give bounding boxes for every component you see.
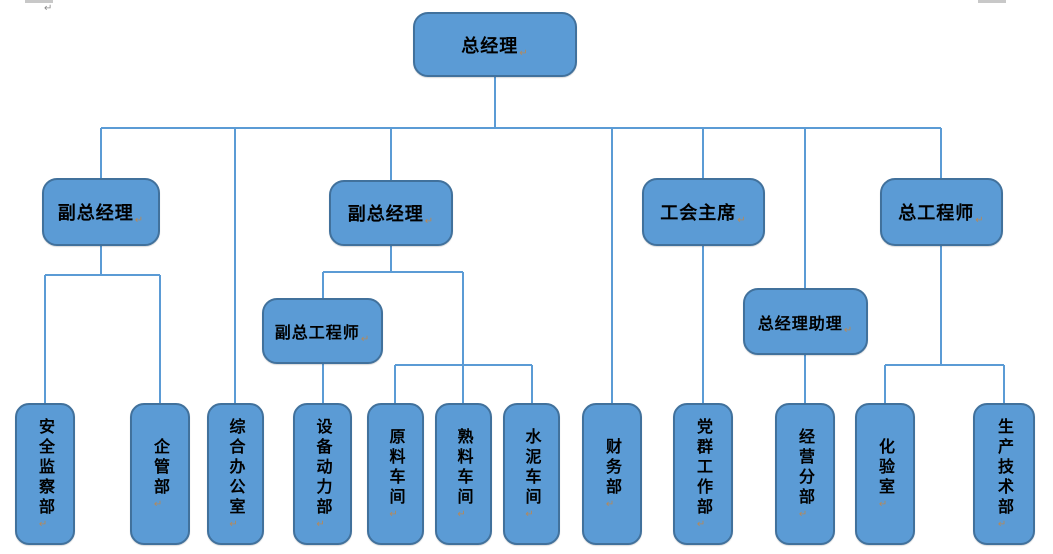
node-label: 原料车间↵ bbox=[386, 428, 406, 520]
node-finance-dept[interactable]: 财务部↵ bbox=[582, 403, 642, 545]
node-production-tech-dept[interactable]: 生产技术部↵ bbox=[973, 403, 1035, 545]
page-edge-artifact-left bbox=[25, 0, 53, 3]
node-label: 水泥车间↵ bbox=[522, 428, 542, 520]
paragraph-return-mark: ↵ bbox=[457, 509, 470, 520]
node-label: 工会主席↵ bbox=[660, 203, 747, 226]
node-union-chairman[interactable]: 工会主席↵ bbox=[642, 178, 765, 246]
page-edge-artifact-right bbox=[978, 0, 1006, 3]
node-label: 副总经理↵ bbox=[57, 203, 145, 226]
node-raw-material-workshop[interactable]: 原料车间↵ bbox=[367, 403, 424, 545]
paragraph-return-mark: ↵ bbox=[519, 47, 529, 59]
node-general-office[interactable]: 综合办公室↵ bbox=[207, 403, 264, 545]
node-label: 安全监察部↵ bbox=[36, 418, 55, 530]
paragraph-return-mark: ↵ bbox=[229, 519, 242, 530]
paragraph-return-mark: ↵ bbox=[153, 499, 167, 510]
node-label: 副总工程师↵ bbox=[274, 323, 371, 345]
node-equipment-power-dept[interactable]: 设备动力部↵ bbox=[293, 403, 352, 545]
node-enterprise-mgmt-dept[interactable]: 企管部↵ bbox=[130, 403, 190, 545]
node-label: 总经理↵ bbox=[461, 35, 529, 59]
paragraph-return-mark: ↵ bbox=[843, 324, 854, 336]
paragraph-return-mark: ↵ bbox=[696, 519, 710, 530]
node-label: 总工程师↵ bbox=[898, 203, 985, 226]
node-cement-workshop[interactable]: 水泥车间↵ bbox=[503, 403, 560, 545]
paragraph-return-mark: ↵ bbox=[605, 499, 619, 510]
node-label: 综合办公室↵ bbox=[226, 418, 246, 530]
node-label: 党群工作部↵ bbox=[694, 418, 713, 530]
paragraph-return-mark: ↵ bbox=[389, 509, 402, 520]
paragraph-return-mark: ↵ bbox=[997, 519, 1011, 530]
node-operations-branch[interactable]: 经营分部↵ bbox=[775, 403, 835, 545]
paragraph-return-mark: ↵ bbox=[525, 509, 538, 520]
node-deputy-chief-engineer[interactable]: 副总工程师↵ bbox=[262, 298, 383, 364]
paragraph-return-mark: ↵ bbox=[878, 499, 892, 510]
node-label: 设备动力部↵ bbox=[313, 418, 333, 530]
node-safety-supervision-dept[interactable]: 安全监察部↵ bbox=[15, 403, 75, 545]
node-label: 经营分部↵ bbox=[796, 428, 815, 520]
node-label: 熟料车间↵ bbox=[454, 428, 474, 520]
paragraph-return-mark: ↵ bbox=[134, 215, 145, 226]
node-laboratory[interactable]: 化验室↵ bbox=[855, 403, 915, 545]
paragraph-return-mark: ↵ bbox=[737, 215, 747, 226]
paragraph-return-mark: ↵ bbox=[360, 334, 371, 345]
node-clinker-workshop[interactable]: 熟料车间↵ bbox=[435, 403, 492, 545]
paragraph-return-mark: ↵ bbox=[38, 519, 52, 530]
paragraph-return-mark: ↵ bbox=[424, 216, 435, 227]
node-gm[interactable]: 总经理↵ bbox=[413, 12, 577, 77]
node-chief-engineer[interactable]: 总工程师↵ bbox=[880, 178, 1003, 246]
node-label: 化验室↵ bbox=[876, 438, 895, 510]
paragraph-return-mark: ↵ bbox=[798, 509, 812, 520]
paragraph-return-mark: ↵ bbox=[975, 215, 985, 226]
node-deputy-gm-1[interactable]: 副总经理↵ bbox=[42, 178, 160, 246]
node-deputy-gm-2[interactable]: 副总经理↵ bbox=[329, 180, 453, 246]
paragraph-return-mark: ↵ bbox=[316, 519, 329, 530]
node-label: 财务部↵ bbox=[603, 438, 622, 510]
node-gm-assistant[interactable]: 总经理助理↵ bbox=[743, 288, 868, 355]
node-label: 总经理助理↵ bbox=[757, 313, 854, 336]
paragraph-mark: ↵ bbox=[44, 3, 53, 14]
node-party-mass-work-dept[interactable]: 党群工作部↵ bbox=[673, 403, 733, 545]
node-label: 副总经理↵ bbox=[347, 204, 435, 227]
node-label: 生产技术部↵ bbox=[995, 418, 1014, 530]
node-label: 企管部↵ bbox=[151, 438, 170, 510]
